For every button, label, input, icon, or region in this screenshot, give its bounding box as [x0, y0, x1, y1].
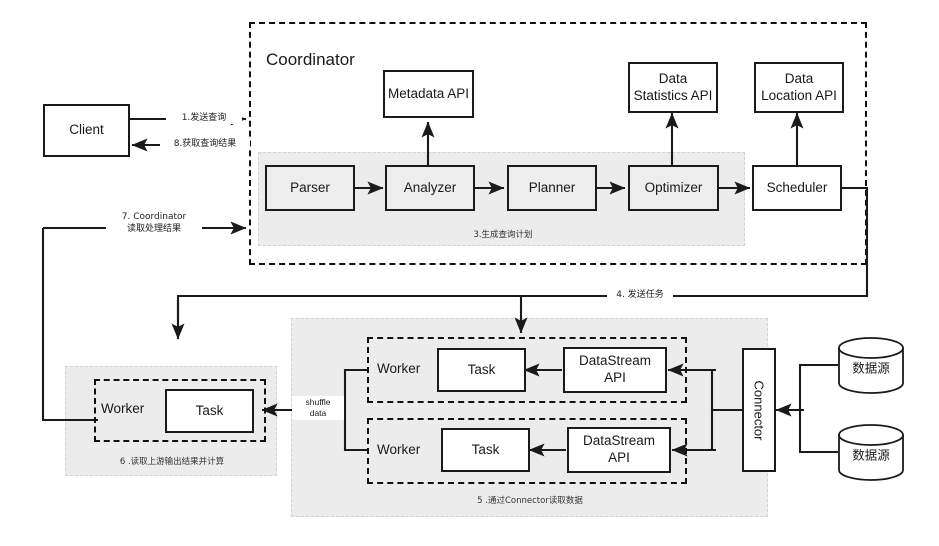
scheduler-label: Scheduler [766, 179, 828, 195]
worker-left-task-box[interactable]: Task [165, 389, 254, 433]
data-statistics-api-box[interactable]: Data Statistics API [628, 62, 718, 113]
flow-label-step8: 8.获取查询结果 [160, 138, 250, 151]
analyzer-box[interactable]: Analyzer [385, 165, 475, 211]
worker-left-boundary [94, 379, 266, 442]
data-source-top[interactable]: 数据源 [838, 337, 904, 394]
data-location-api-label: Data Location API [761, 70, 837, 103]
worker-bottom-datastream-api-box[interactable]: DataStream API [567, 427, 671, 473]
analyzer-label: Analyzer [403, 179, 457, 195]
worker-top-task-box[interactable]: Task [437, 348, 526, 392]
optimizer-box[interactable]: Optimizer [628, 165, 719, 211]
worker-top-label: Worker [377, 361, 421, 376]
parser-box[interactable]: Parser [265, 165, 355, 211]
worker-bottom-label: Worker [377, 442, 421, 457]
worker-top-task-label: Task [467, 361, 496, 377]
client-box[interactable]: Client [43, 104, 130, 157]
data-location-api-box[interactable]: Data Location API [754, 62, 844, 113]
flow-label-step1: 1.发送查询 [166, 112, 242, 125]
connector-label: Connector [751, 380, 767, 440]
worker-bottom-task-label: Task [471, 441, 500, 457]
connector-box[interactable]: Connector [742, 348, 776, 472]
metadata-api-label: Metadata API [387, 85, 470, 101]
data-source-top-label: 数据源 [852, 359, 890, 375]
flow-label-shuffle: shuffle data [292, 396, 344, 421]
worker-bottom-datastream-api-label: DataStream API [582, 433, 656, 465]
zone-caption-connector-read: 5 .通过Connector读取数据 [477, 496, 583, 506]
worker-top-datastream-api-label: DataStream API [578, 353, 652, 385]
worker-bottom-task-box[interactable]: Task [441, 428, 530, 472]
worker-left-task-label: Task [195, 402, 224, 418]
zone-caption-upstream-compute: 6 .读取上游输出结果并计算 [119, 457, 225, 467]
worker-top-boundary [367, 337, 687, 403]
data-statistics-api-label: Data Statistics API [633, 70, 713, 103]
zone-caption-query-plan: 3.生成查询计划 [473, 230, 533, 240]
planner-label: Planner [528, 179, 576, 195]
worker-top-datastream-api-box[interactable]: DataStream API [563, 347, 667, 393]
metadata-api-box[interactable]: Metadata API [383, 70, 474, 118]
flow-label-step4: 4. 发送任务 [607, 289, 673, 302]
parser-label: Parser [290, 179, 330, 195]
flow-label-step7: 7. Coordinator 读取处理结果 [106, 211, 202, 236]
scheduler-box[interactable]: Scheduler [752, 165, 842, 211]
worker-bottom-boundary [367, 418, 687, 484]
coordinator-title: Coordinator [266, 50, 355, 69]
optimizer-label: Optimizer [644, 179, 703, 195]
worker-left-label: Worker [101, 401, 145, 416]
planner-box[interactable]: Planner [507, 165, 597, 211]
data-source-bottom[interactable]: 数据源 [838, 424, 904, 481]
client-label: Client [69, 122, 104, 138]
data-source-bottom-label: 数据源 [852, 446, 890, 462]
